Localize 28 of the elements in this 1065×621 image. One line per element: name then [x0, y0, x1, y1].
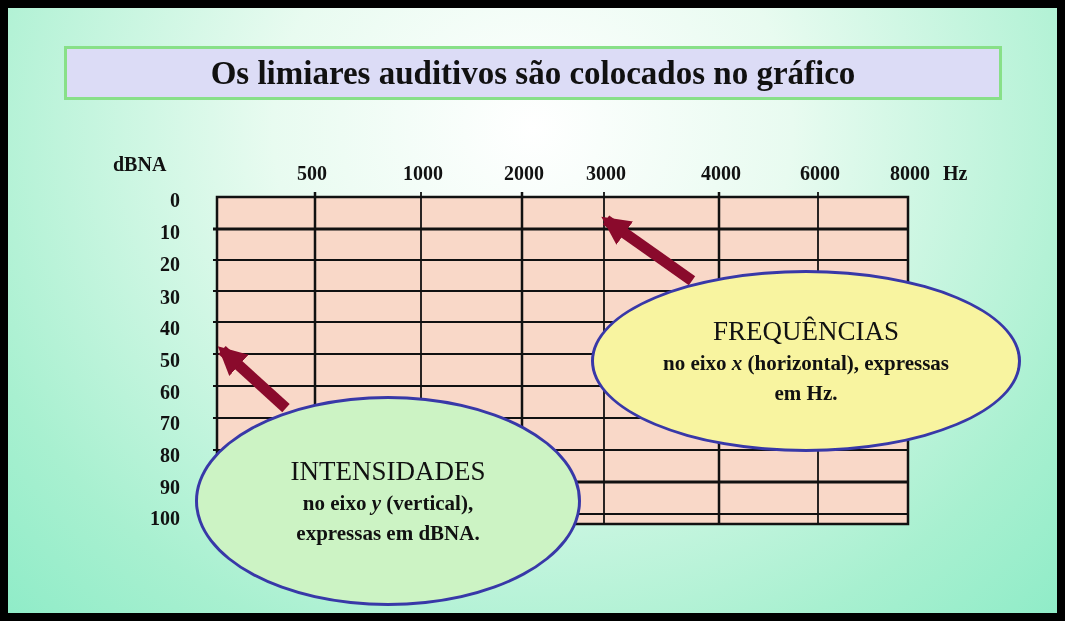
callout-heading: FREQUÊNCIAS: [713, 315, 899, 349]
axis-tick-label: 8000: [890, 163, 930, 183]
axis-tick-label: 2000: [504, 163, 544, 183]
axis-tick-label: 4000: [701, 163, 741, 183]
axis-tick-label: 0: [170, 190, 180, 210]
axis-tick-label: 30: [160, 287, 180, 307]
axis-tick-label: 500: [297, 163, 327, 183]
title-box: [64, 46, 1002, 100]
axis-tick-label: 80: [160, 445, 180, 465]
axis-tick-label: 3000: [586, 163, 626, 183]
callout-heading: INTENSIDADES: [290, 455, 486, 489]
axis-tick-label: 100: [150, 508, 180, 528]
arrow: [601, 215, 696, 286]
axis-tick-label: 1000: [403, 163, 443, 183]
callout-text: no eixo x (horizontal), expressas em Hz.: [662, 350, 950, 407]
title-text: Os limiares auditivos são colocados no gráfico: [210, 54, 856, 92]
callout-text: no eixo y (vertical), expressas em dBNA.: [295, 490, 481, 547]
axis-unit: dBNA: [113, 154, 167, 174]
axis-tick-label: 50: [160, 350, 180, 370]
axis-tick-label: 6000: [800, 163, 840, 183]
axis-tick-label: 90: [160, 477, 180, 497]
axis-tick-label: 70: [160, 413, 180, 433]
axis-tick-label: 10: [160, 222, 180, 242]
axis-tick-label: 20: [160, 254, 180, 274]
axis-tick-label: 40: [160, 318, 180, 338]
axis-tick-label: 60: [160, 382, 180, 402]
arrow: [217, 345, 290, 413]
axis-unit: Hz: [943, 163, 968, 183]
